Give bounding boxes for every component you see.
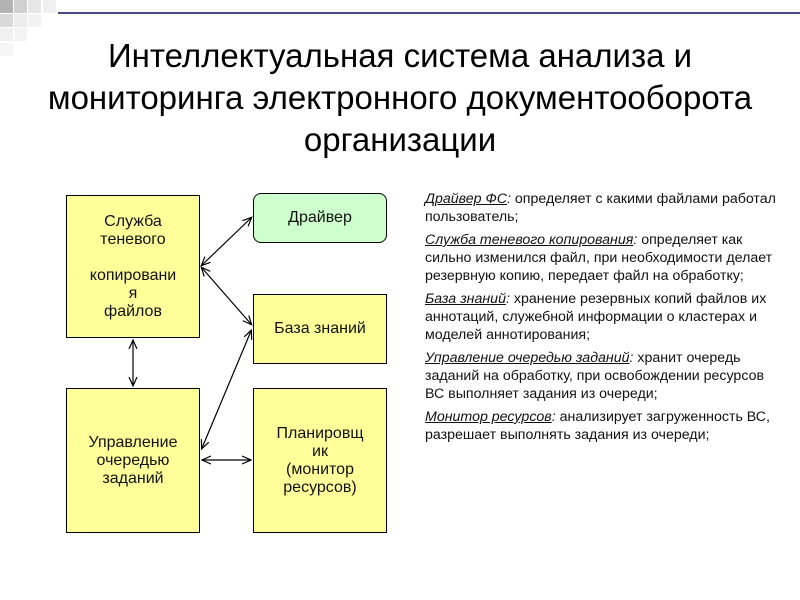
shadow-copy-service-box: Служба теневого копировани я файлов bbox=[66, 195, 200, 338]
queue-management-box: Управление очередью заданий bbox=[66, 388, 200, 533]
description-item: Монитор ресурсов: анализирует загруженно… bbox=[425, 409, 770, 443]
description-item: Драйвер ФС: определяет с какими файлами … bbox=[425, 191, 776, 225]
description-item: Служба теневого копирования: определяет … bbox=[425, 232, 773, 284]
description-text: анализирует загруженность ВС, разрешает … bbox=[425, 409, 770, 443]
knowledge-base-label: База знаний bbox=[274, 320, 366, 337]
shadow-copy-service-label: Служба теневого копировани я файлов bbox=[89, 212, 177, 320]
description-item: База знаний: хранение резервных копий фа… bbox=[425, 291, 767, 343]
queue-management-label: Управление очередью заданий bbox=[88, 433, 178, 487]
description-text: хранит очередь заданий на обработку, при… bbox=[425, 350, 764, 402]
driver-box: Драйвер bbox=[253, 193, 387, 243]
description-term: База знаний bbox=[425, 291, 506, 307]
arrow-shadow-knowledge bbox=[202, 268, 251, 324]
scheduler-label: Планировщ ик (монитор ресурсов) bbox=[276, 424, 364, 496]
description-text: хранение резервных копий файлов их аннот… bbox=[425, 291, 767, 343]
description-text: определяет как сильно изменился файл, пр… bbox=[425, 232, 773, 284]
description-text: определяет с какими файлами работал поль… bbox=[425, 191, 776, 225]
description-item: Управление очередью заданий: хранит очер… bbox=[425, 350, 764, 402]
driver-label: Драйвер bbox=[288, 209, 352, 226]
scheduler-box: Планировщ ик (монитор ресурсов) bbox=[253, 388, 387, 533]
arrow-shadow-driver bbox=[202, 218, 251, 265]
description-list: Драйвер ФС: определяет с какими файлами … bbox=[425, 190, 785, 449]
description-term: Драйвер ФС bbox=[425, 191, 508, 207]
description-term: Служба теневого копирования bbox=[425, 232, 634, 248]
slide-title: Интеллектуальная система анализа и монит… bbox=[47, 37, 753, 158]
top-rule bbox=[58, 12, 800, 14]
description-term: Управление очередью заданий bbox=[425, 350, 630, 366]
description-term: Монитор ресурсов bbox=[425, 409, 552, 425]
knowledge-base-box: База знаний bbox=[253, 294, 387, 364]
arrow-queue-knowledge bbox=[202, 331, 251, 448]
